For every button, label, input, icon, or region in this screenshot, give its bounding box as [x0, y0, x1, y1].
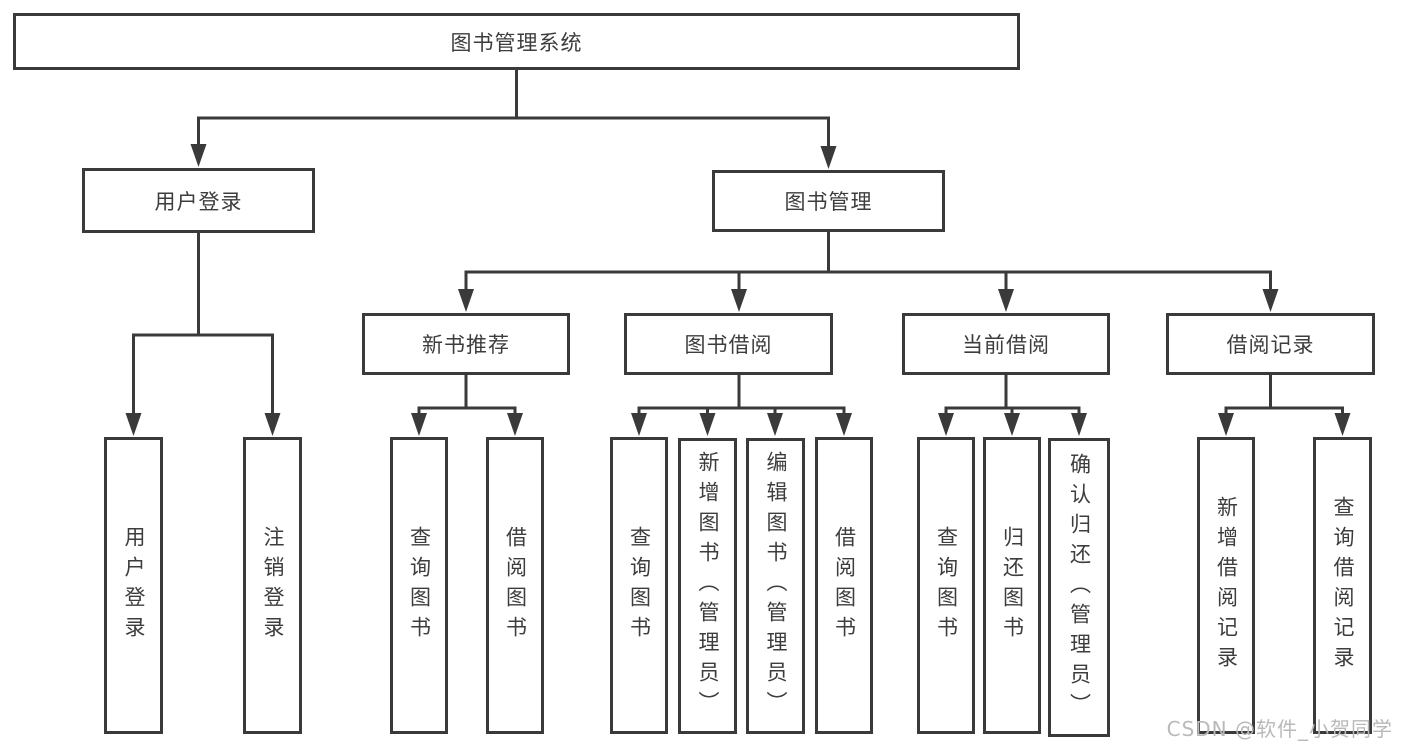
node-user-login: 用户登录 [82, 168, 315, 233]
leaf-logout: 注销登录 [243, 437, 302, 734]
arrowhead-icon [264, 413, 281, 436]
leaf-borrow-books-recommend: 借阅图书 [486, 437, 544, 734]
node-new-book-recommendation: 新书推荐 [362, 313, 570, 375]
leaf-query-borrow-record: 查询借阅记录 [1313, 437, 1372, 734]
arrowhead-icon [631, 413, 647, 436]
arrowhead-icon [836, 413, 852, 436]
leaf-borrow-books: 借阅图书 [815, 437, 873, 734]
arrowhead-icon [820, 146, 837, 169]
arrowhead-icon [998, 289, 1014, 312]
node-current-borrowing: 当前借阅 [902, 313, 1110, 375]
connector-borrowrecord-bar [1224, 406, 1344, 421]
connector-newbook-bar [417, 406, 517, 421]
arrowhead-icon [411, 413, 427, 436]
leaf-add-books-admin: 新增图书（管理员） [678, 438, 737, 734]
node-book-borrowing: 图书借阅 [624, 313, 833, 375]
leaf-query-books-recommend: 查询图书 [390, 437, 448, 734]
leaf-edit-books-admin: 编辑图书（管理员） [746, 438, 805, 734]
node-book-management: 图书管理 [712, 170, 945, 232]
leaf-return-books: 归还图书 [983, 437, 1041, 734]
node-library-system: 图书管理系统 [13, 13, 1020, 70]
arrowhead-icon [507, 413, 523, 436]
connector-userlogin-bar [132, 333, 274, 421]
arrowhead-icon [1071, 413, 1087, 436]
connector-bookmgmt-bar [464, 270, 1272, 297]
arrowhead-icon [458, 289, 474, 312]
leaf-confirm-return-admin: 确认归还（管理员） [1048, 438, 1110, 737]
arrowhead-icon [190, 144, 207, 167]
leaf-query-books-current: 查询图书 [917, 437, 975, 734]
arrowhead-icon [699, 413, 716, 436]
leaf-query-books-borrow: 查询图书 [610, 437, 668, 734]
leaf-user-login: 用户登录 [104, 437, 163, 734]
arrowhead-icon [125, 413, 142, 436]
arrowhead-icon [767, 413, 783, 436]
connector-bookborrow-bar [637, 406, 846, 421]
arrowhead-icon [1218, 413, 1234, 436]
node-borrowing-records: 借阅记录 [1166, 313, 1375, 375]
arrowhead-icon [1004, 413, 1020, 436]
arrowhead-icon [938, 413, 954, 436]
arrowhead-icon [1262, 289, 1279, 312]
leaf-add-borrow-record: 新增借阅记录 [1197, 437, 1255, 734]
connector-root-bar [197, 116, 830, 152]
csdn-watermark: CSDN @软件_小贺同学 [1166, 717, 1393, 741]
arrowhead-icon [731, 289, 747, 312]
arrowhead-icon [1334, 413, 1351, 436]
